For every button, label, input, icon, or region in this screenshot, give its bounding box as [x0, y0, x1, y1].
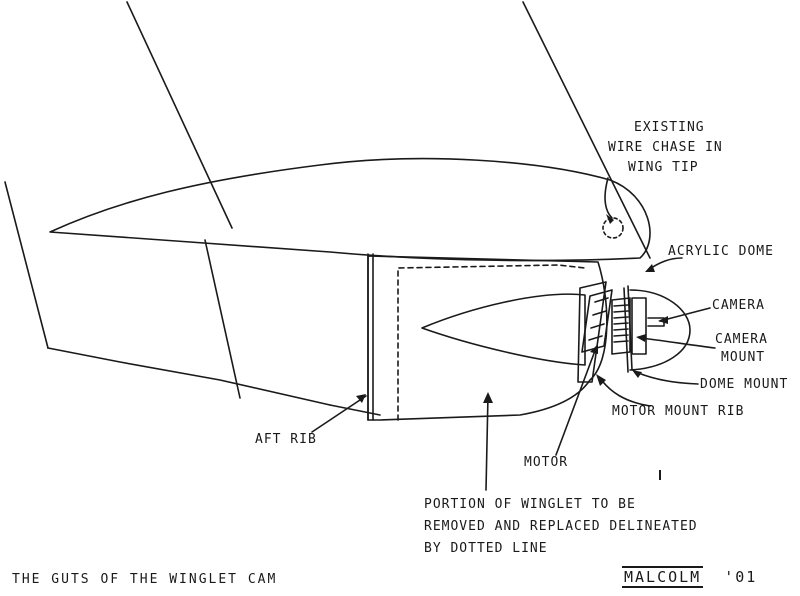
camera-mount-line-2: MOUNT: [721, 350, 766, 365]
dome-mount: [623, 285, 633, 373]
arrowhead-camera-mount: [636, 334, 646, 342]
signature-year: '01: [724, 568, 758, 586]
inner-airfoil: [421, 293, 586, 366]
camera-box: [631, 297, 647, 355]
wing-tip-airfoil: [49, 157, 651, 262]
winglet-trailing-edge-line: [522, 1, 651, 259]
aft-rib-label: AFT RIB: [255, 432, 317, 447]
wire-chase-line-3: WING TIP: [628, 160, 699, 175]
portion-line-2: REMOVED AND REPLACED DELINEATED: [424, 519, 698, 534]
portion-line-1: PORTION OF WINGLET TO BE: [424, 497, 636, 512]
wire-chase-label: EXISTING WIRE CHASE IN WING TIP: [608, 120, 723, 176]
arrowhead-acrylic-dome: [645, 264, 655, 272]
portion-label: PORTION OF WINGLET TO BE REMOVED AND REP…: [424, 497, 698, 557]
portion-line-3: BY DOTTED LINE: [424, 541, 548, 556]
camera-mount-line-1: CAMERA: [715, 332, 768, 347]
arrow-dome-mount: [635, 371, 699, 385]
acrylic-dome-label: ACRYLIC DOME: [668, 244, 774, 259]
arrowhead-motor-mount: [596, 374, 606, 386]
motor-body: [581, 289, 613, 353]
wire-chase-circle: [602, 217, 624, 239]
arrowhead-aft-rib: [356, 394, 366, 403]
wing-root-line: [4, 181, 49, 349]
arrow-portion: [485, 394, 489, 491]
dotted-delineation: [397, 264, 586, 421]
arrow-camera-mount: [639, 337, 716, 349]
arrow-aft-rib: [311, 395, 367, 433]
signature: MALCOLM '01: [622, 566, 758, 588]
arrow-motor: [555, 347, 597, 456]
sketch-caption: THE GUTS OF THE WINGLET CAM: [12, 572, 278, 587]
wing-bottom-line: [47, 347, 331, 406]
motor-detail: [588, 297, 609, 341]
signature-name: MALCOLM: [622, 566, 704, 588]
acrylic-dome: [629, 289, 691, 371]
arrowhead-camera: [658, 316, 668, 324]
winglet-leading-edge-line: [126, 1, 233, 229]
arrow-wire-chase: [604, 177, 613, 219]
motor-label: MOTOR: [524, 455, 569, 470]
motor-mount-rib: [577, 281, 607, 383]
motor-mount-rib-label: MOTOR MOUNT RIB: [612, 404, 745, 419]
camera-label: CAMERA: [712, 298, 765, 313]
arrowhead-wire-chase: [606, 214, 614, 224]
wire-chase-line-2: WIRE CHASE IN: [608, 140, 723, 155]
dome-mount-label: DOME MOUNT: [700, 377, 789, 392]
arrowhead-motor: [590, 344, 598, 354]
wing-bottom-line-2: [329, 404, 381, 416]
gear-teeth: [613, 304, 629, 343]
arrowhead-dome-mount: [632, 370, 642, 378]
arrow-camera: [659, 307, 711, 322]
camera-mount-label: CAMERA MOUNT: [715, 332, 768, 366]
arrow-motor-mount-rib: [599, 377, 651, 407]
arrowhead-portion: [483, 392, 493, 403]
spar-line: [204, 239, 241, 399]
wire-chase-line-1: EXISTING: [634, 120, 705, 135]
